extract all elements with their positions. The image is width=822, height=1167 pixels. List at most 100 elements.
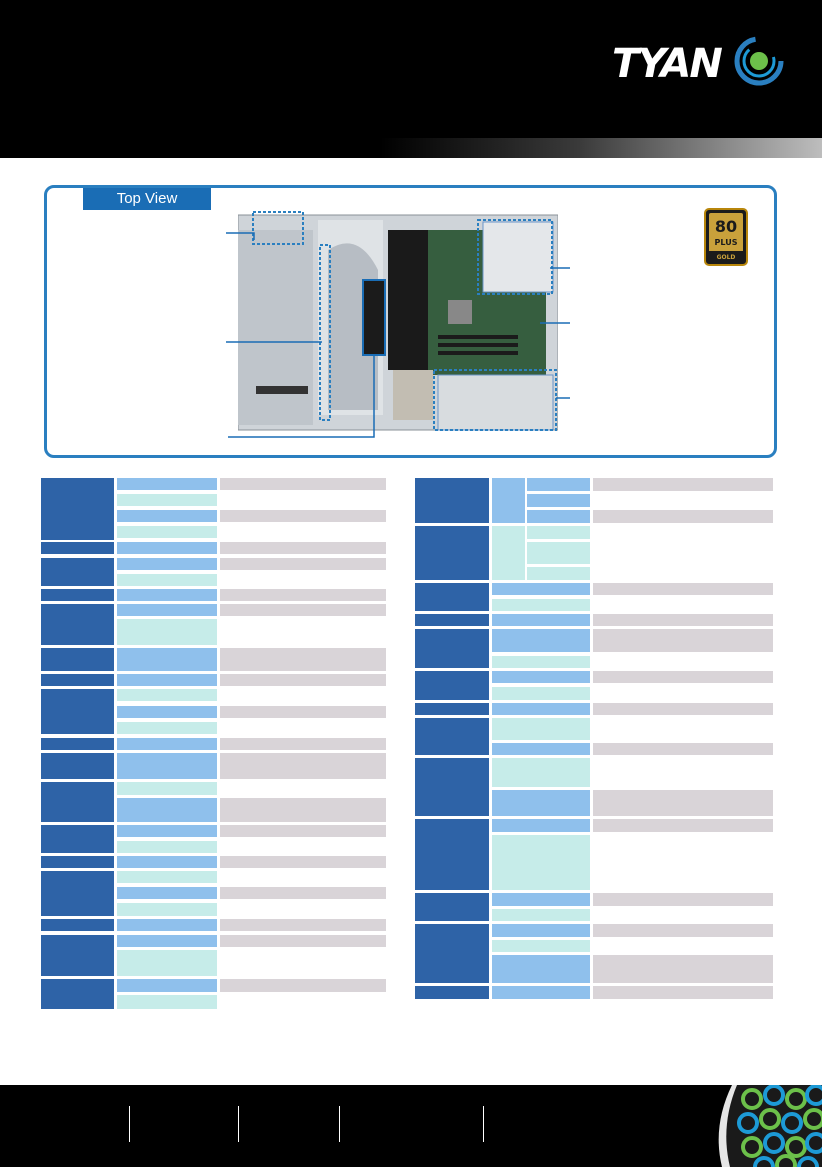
label-cell	[492, 629, 590, 652]
category-cell	[41, 689, 114, 734]
label-cell	[117, 589, 217, 601]
brand-logo-text: TYAN	[612, 41, 723, 87]
category-cell	[41, 589, 114, 601]
label-cell	[492, 583, 590, 595]
value-cell	[220, 798, 386, 822]
footer-divider	[129, 1106, 130, 1142]
value-cell	[220, 478, 386, 490]
badge-rating: 80	[715, 217, 737, 236]
value-cell	[220, 919, 386, 931]
category-cell	[415, 986, 489, 999]
value-cell	[593, 671, 773, 683]
label-cell	[527, 567, 590, 580]
label-cell	[117, 574, 217, 586]
value-cell	[220, 542, 386, 554]
value-cell	[593, 703, 773, 715]
label-cell	[117, 935, 217, 947]
label-cell	[492, 703, 590, 715]
value-cell	[220, 887, 386, 899]
footer-ring-pattern	[718, 1085, 822, 1167]
label-cell	[117, 558, 217, 570]
label-cell	[527, 526, 590, 539]
value-cell	[220, 589, 386, 601]
label-cell	[117, 722, 217, 734]
label-cell	[492, 940, 590, 952]
label-cell	[492, 893, 590, 906]
value-cell	[220, 558, 386, 570]
label-cell	[117, 919, 217, 931]
category-cell	[415, 819, 489, 890]
category-cell	[41, 979, 114, 1009]
category-cell	[415, 629, 489, 668]
value-cell	[593, 893, 773, 906]
label-cell	[117, 903, 217, 916]
value-cell	[220, 674, 386, 686]
label-cell	[492, 909, 590, 921]
category-cell	[41, 674, 114, 686]
category-cell	[41, 871, 114, 916]
category-cell	[41, 935, 114, 976]
label-cell	[492, 718, 590, 740]
category-cell	[41, 825, 114, 853]
label-cell	[117, 738, 217, 750]
label-cell	[492, 986, 590, 999]
label-cell	[117, 825, 217, 837]
category-cell	[415, 703, 489, 715]
header-bar	[0, 0, 822, 158]
label-cell	[527, 510, 590, 523]
value-cell	[220, 979, 386, 992]
value-cell	[593, 924, 773, 937]
label-cell	[527, 478, 590, 491]
top-view-panel	[44, 185, 777, 458]
label-cell	[492, 614, 590, 626]
category-cell	[41, 856, 114, 868]
category-cell	[41, 753, 114, 779]
value-cell	[220, 753, 386, 779]
label-cell	[117, 706, 217, 718]
value-cell	[220, 604, 386, 616]
80-plus-gold-badge: 80 PLUS GOLD	[704, 208, 748, 266]
label-cell	[492, 924, 590, 937]
category-cell	[41, 478, 114, 540]
label-cell	[117, 798, 217, 822]
category-cell	[415, 478, 489, 523]
category-cell	[415, 583, 489, 611]
category-cell	[415, 718, 489, 755]
label-cell	[117, 950, 217, 976]
category-cell	[415, 614, 489, 626]
category-cell	[41, 738, 114, 750]
category-cell	[41, 919, 114, 931]
label-cell	[492, 671, 590, 683]
label-cell	[117, 478, 217, 490]
label-cell	[117, 604, 217, 616]
label-cell	[117, 526, 217, 538]
value-cell	[220, 825, 386, 837]
top-view-tab: Top View	[83, 188, 211, 210]
label-cell	[117, 510, 217, 522]
category-cell	[41, 648, 114, 671]
label-cell	[492, 819, 590, 832]
category-cell	[415, 893, 489, 921]
label-cell	[117, 494, 217, 506]
value-cell	[220, 706, 386, 718]
value-cell	[593, 614, 773, 626]
label-cell	[527, 494, 590, 507]
value-cell	[593, 478, 773, 491]
value-cell	[593, 986, 773, 999]
category-cell	[41, 542, 114, 554]
label-cell	[117, 887, 217, 899]
value-cell	[220, 738, 386, 750]
label-cell	[117, 841, 217, 853]
header-gradient-stripe	[380, 138, 822, 158]
label-cell	[117, 648, 217, 671]
value-cell	[593, 743, 773, 755]
value-cell	[593, 583, 773, 595]
server-chassis-image	[238, 211, 558, 431]
label-cell	[492, 526, 525, 580]
footer-divider	[339, 1106, 340, 1142]
value-cell	[220, 856, 386, 868]
value-cell	[220, 648, 386, 671]
footer-bar	[0, 1085, 822, 1167]
value-cell	[220, 935, 386, 947]
label-cell	[117, 689, 217, 701]
